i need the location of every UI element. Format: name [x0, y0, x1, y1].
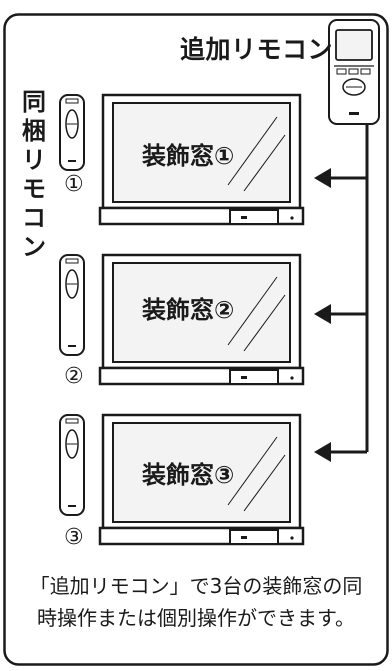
- bundled-remote-label: 同梱リモコン: [22, 88, 46, 261]
- decorative-window-1: [98, 93, 305, 226]
- bundled-remote-1: [59, 94, 85, 171]
- arrow-to-window-3: [314, 442, 367, 462]
- remote-1-number: ①: [64, 172, 84, 197]
- outer-frame: [3, 13, 389, 666]
- arrow-to-window-2: [314, 304, 367, 324]
- bundled-remotes-layer: [59, 94, 85, 516]
- bundled-remote-2: [59, 254, 85, 356]
- windows-layer: [98, 93, 305, 546]
- decorative-window-2: [98, 253, 305, 386]
- additional-remote-device: [328, 19, 380, 125]
- window-3-label: 装飾窓③: [142, 461, 235, 489]
- window-1-label: 装飾窓①: [142, 142, 235, 170]
- additional-remote-label: 追加リモコン: [180, 35, 334, 64]
- window-2-label: 装飾窓②: [142, 296, 235, 324]
- remote-2-number: ②: [64, 364, 84, 389]
- bundled-remote-3: [59, 414, 85, 516]
- remote-3-number: ③: [64, 525, 84, 550]
- caption-text: 「追加リモコン」で3台の装飾窓の同時操作または個別操作ができます。: [29, 574, 363, 630]
- decorative-window-3: [98, 413, 305, 546]
- arrow-to-window-1: [314, 168, 367, 188]
